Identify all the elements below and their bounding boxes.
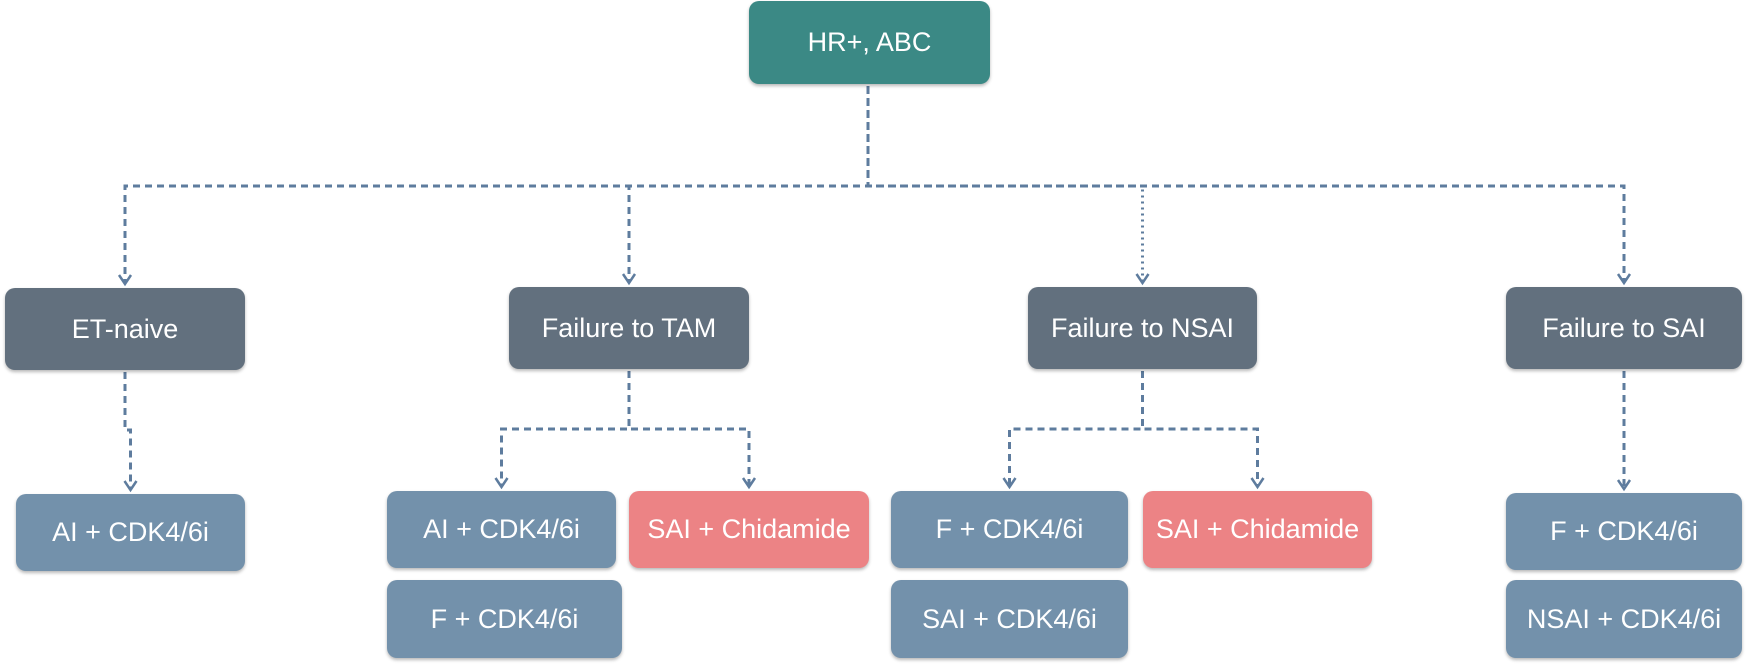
connector-line	[866, 86, 1626, 283]
therapy-node: F + CDK4/6i	[1506, 493, 1742, 570]
therapy-label: SAI + CDK4/6i	[922, 603, 1097, 634]
connector-arrowhead	[123, 480, 138, 493]
therapy-label: SAI + Chidamide	[1155, 514, 1360, 544]
root-node: HR+, ABC	[749, 1, 990, 84]
connector-arrowhead	[621, 273, 637, 286]
connector-line	[123, 86, 870, 284]
therapy-node-highlighted: SAI + Chidamide	[1143, 491, 1372, 568]
connector-line	[627, 86, 870, 283]
connector-arrowhead	[1616, 479, 1632, 492]
connector-line	[1008, 371, 1144, 487]
connector-arrowhead	[1135, 273, 1150, 286]
category-label: Failure to NSAI	[1050, 312, 1235, 343]
category-node-failure-to-tam: Failure to TAM	[509, 287, 749, 369]
therapy-node: F + CDK4/6i	[891, 491, 1128, 568]
category-label: Failure to TAM	[541, 312, 717, 343]
connector-line	[866, 86, 1144, 283]
connector-line	[1141, 371, 1259, 487]
therapy-node: F + CDK4/6i	[387, 580, 622, 658]
connector-arrowhead	[494, 477, 509, 490]
category-node-failure-to-sai: Failure to SAI	[1506, 287, 1742, 369]
connector-arrowhead	[1250, 477, 1265, 490]
connector-arrowhead	[117, 274, 133, 287]
root-label: HR+, ABC	[807, 27, 932, 57]
connector-arrowhead	[741, 477, 757, 490]
therapy-node: AI + CDK4/6i	[16, 494, 245, 571]
therapy-label: AI + CDK4/6i	[423, 514, 580, 544]
therapy-label: SAI + Chidamide	[647, 514, 851, 544]
therapy-label: AI + CDK4/6i	[52, 517, 209, 547]
connector-arrowhead	[1616, 273, 1632, 286]
therapy-node-highlighted: SAI + Chidamide	[629, 491, 869, 568]
category-node-et-naive: ET-naive	[5, 288, 245, 370]
therapy-label: F + CDK4/6i	[935, 514, 1084, 544]
category-label: Failure to SAI	[1542, 312, 1706, 343]
category-node-failure-to-nsai: Failure to NSAI	[1028, 287, 1257, 369]
therapy-label: NSAI + CDK4/6i	[1526, 603, 1722, 634]
connector-line	[500, 371, 631, 487]
connector-arrowhead	[1002, 477, 1017, 490]
connector-line	[123, 372, 132, 490]
therapy-node: AI + CDK4/6i	[387, 491, 616, 568]
therapy-node: NSAI + CDK4/6i	[1506, 580, 1742, 658]
category-label: ET-naive	[71, 313, 179, 344]
connector-line	[627, 371, 751, 487]
therapy-label: F + CDK4/6i	[430, 603, 579, 634]
therapy-node: SAI + CDK4/6i	[891, 580, 1128, 658]
therapy-label: F + CDK4/6i	[1550, 516, 1698, 546]
